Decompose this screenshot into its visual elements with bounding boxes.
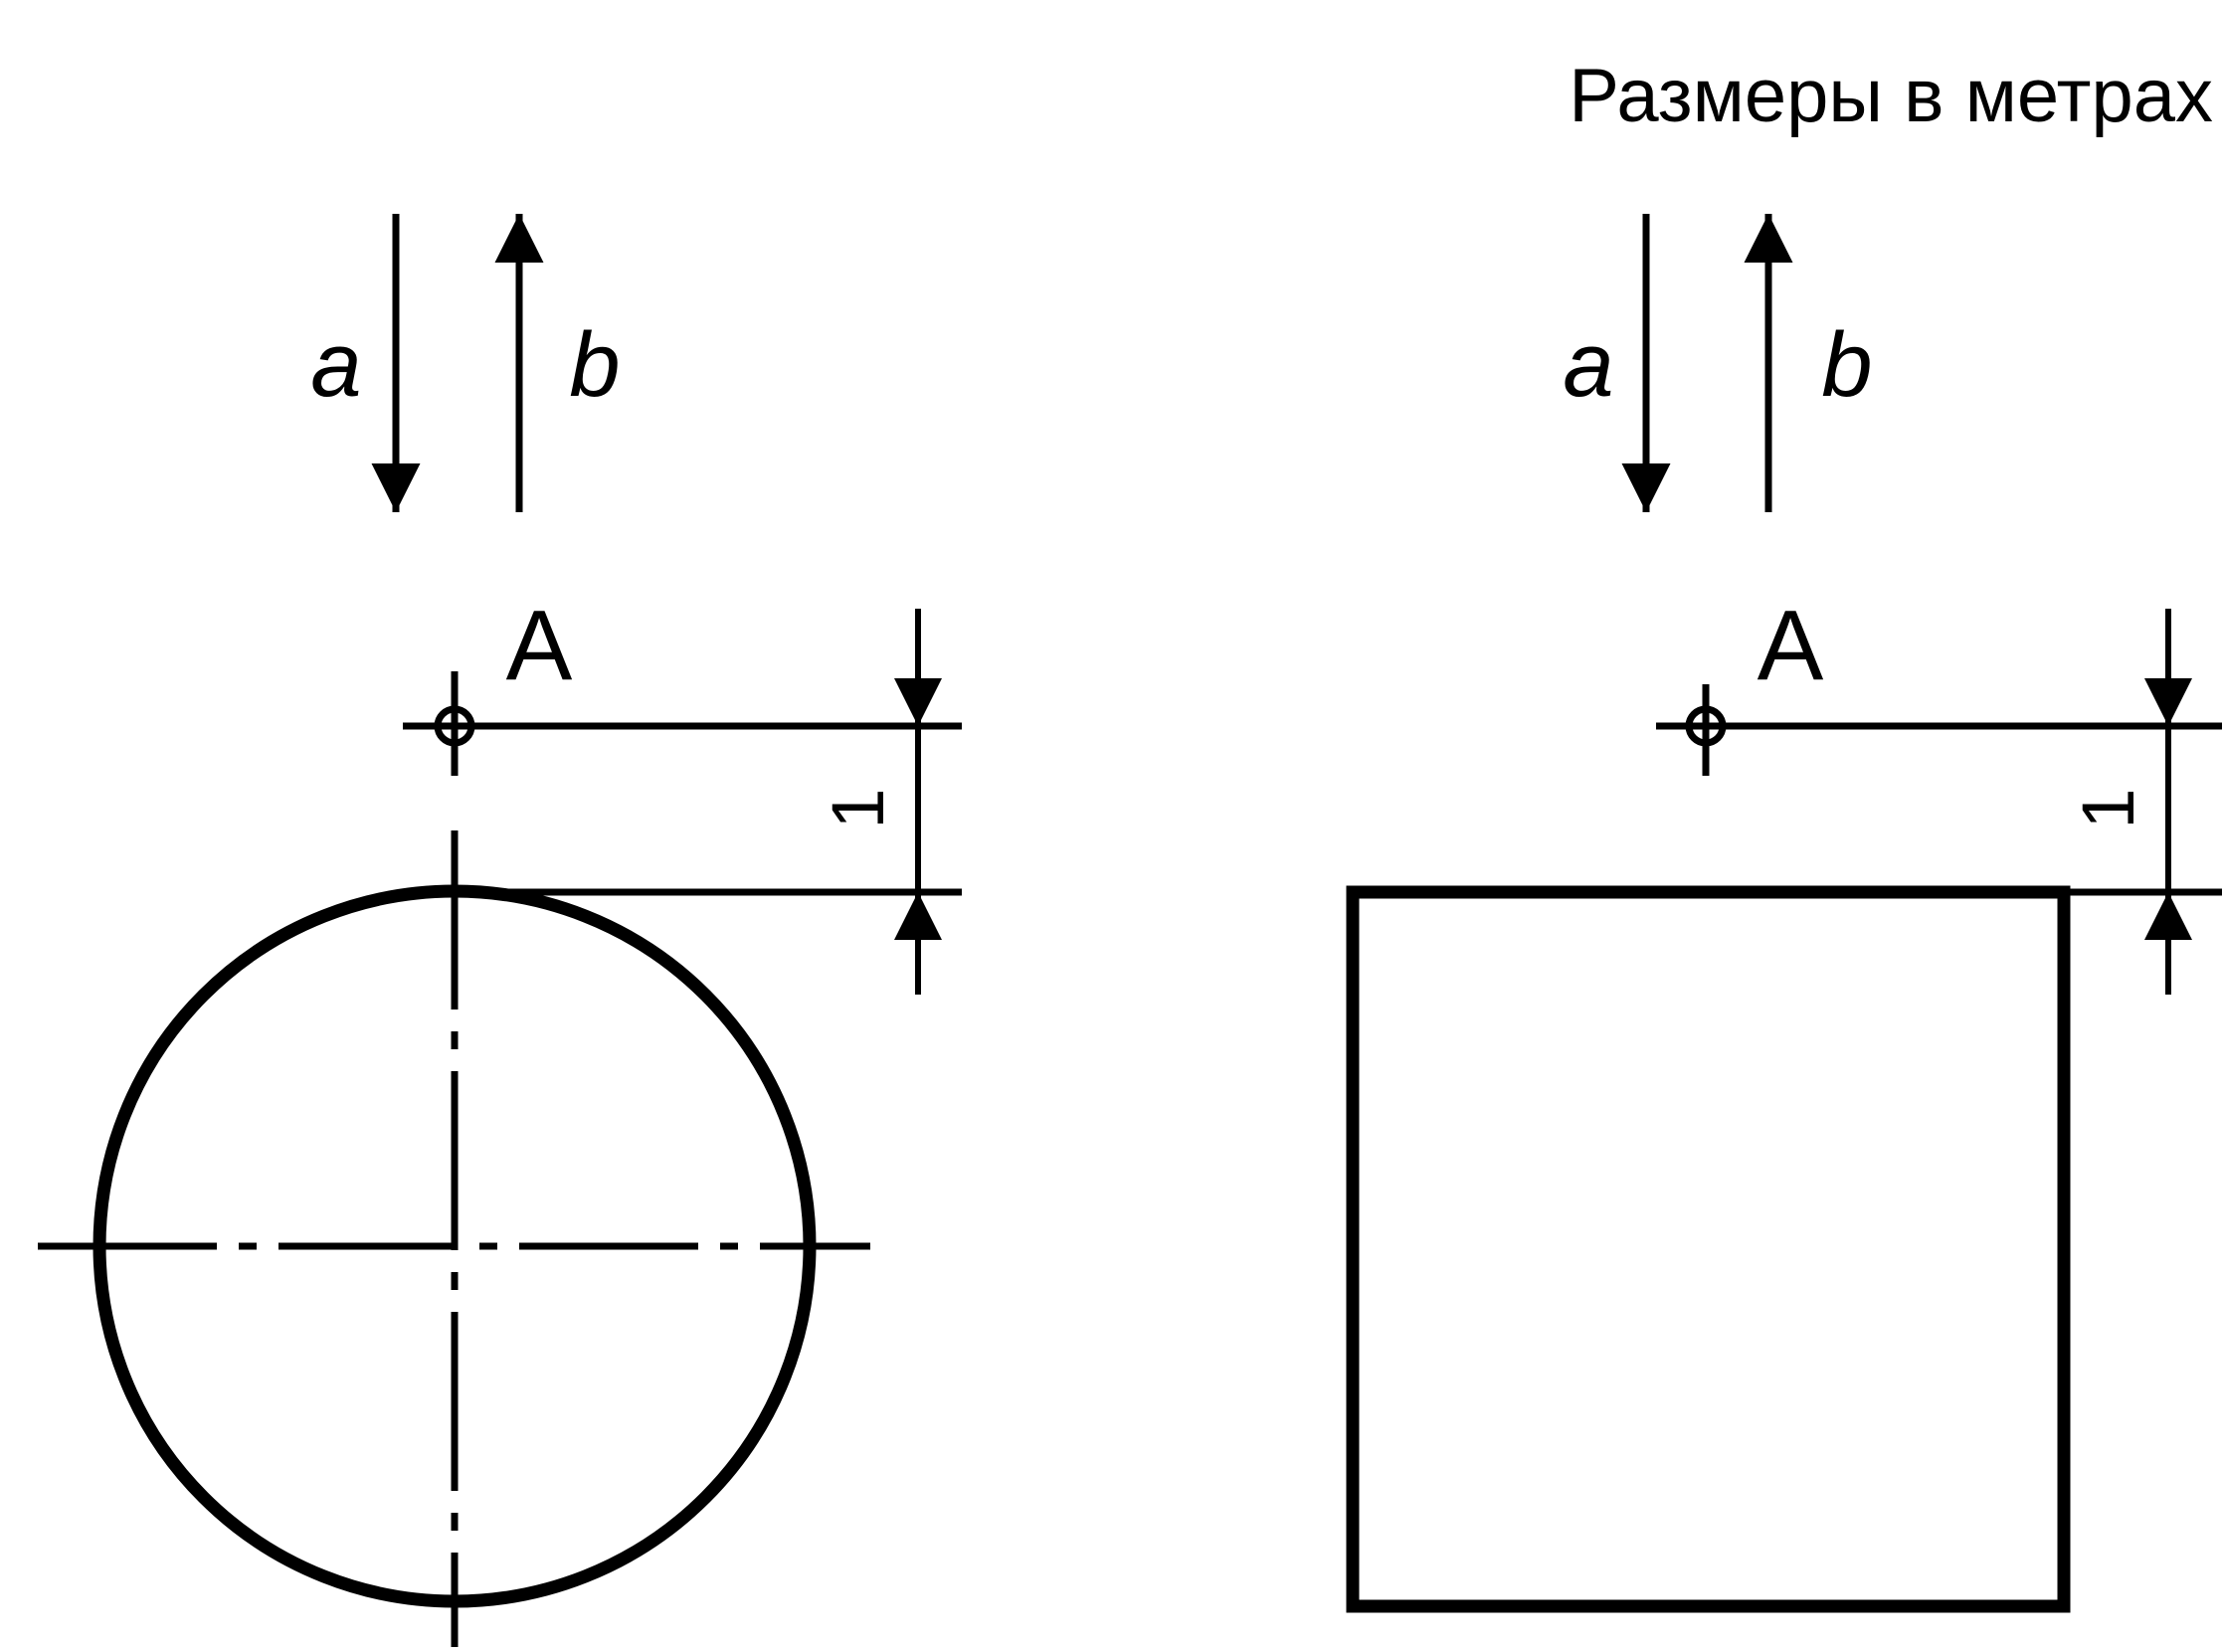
point-a-marker xyxy=(403,671,475,776)
arrow-up-label: b xyxy=(1821,314,1872,416)
arrow-down-label: a xyxy=(310,314,361,416)
units-note: Размеры в метрах xyxy=(1569,54,2213,138)
point-a-marker xyxy=(1656,684,1727,776)
arrow-up-label: b xyxy=(569,314,620,416)
figure-square: a b A 1 xyxy=(1346,214,2222,1613)
arrow-down-label: a xyxy=(1563,314,1613,416)
square-shape xyxy=(1346,885,2071,1613)
dimension-value: 1 xyxy=(2067,788,2149,828)
point-label: A xyxy=(1758,590,1824,701)
figure-circle: a b A 1 xyxy=(38,214,962,1647)
dimension-value: 1 xyxy=(817,788,899,828)
point-label: A xyxy=(506,590,573,701)
